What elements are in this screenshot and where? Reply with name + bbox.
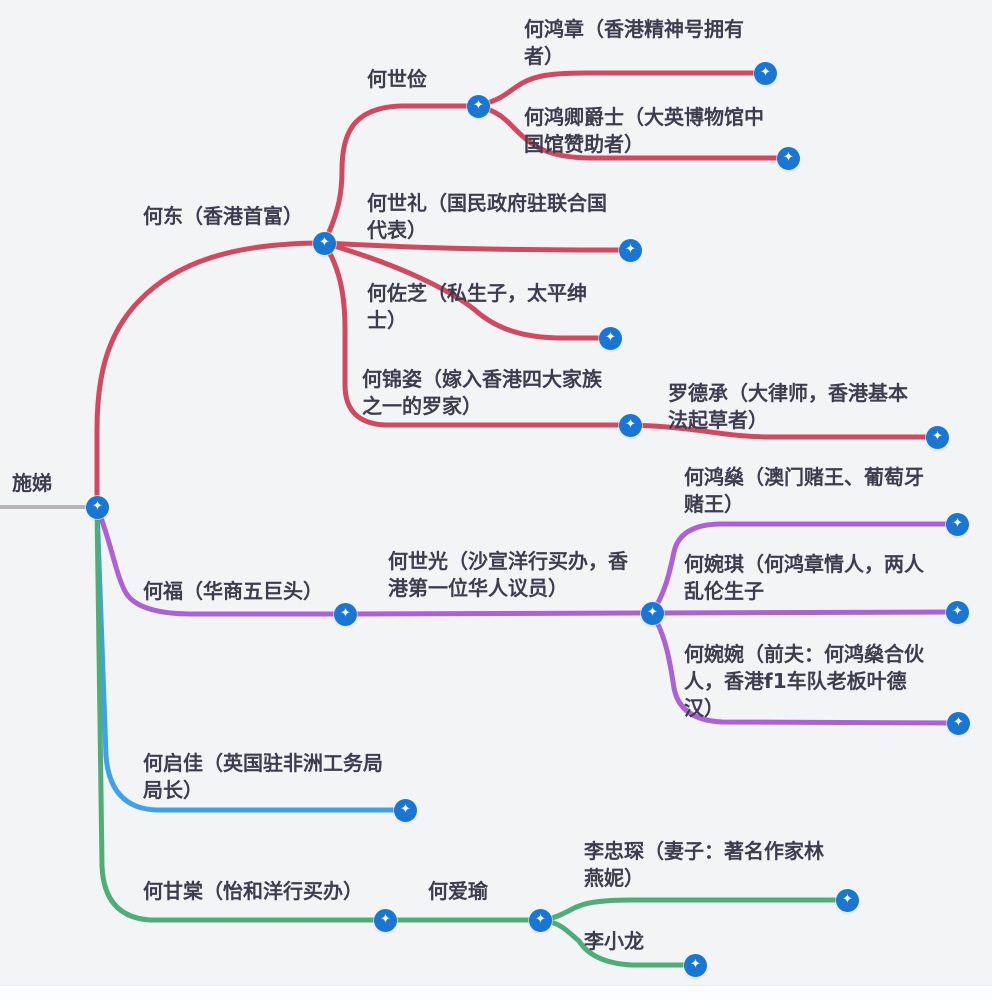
four-pointed-star-icon: ✦ — [625, 417, 636, 432]
edge-he-gan-tang — [94, 504, 388, 923]
node-li-zhong-chen[interactable]: ✦ — [836, 889, 859, 912]
node-he-hong-shen[interactable]: ✦ — [946, 513, 969, 536]
label-he-hong-qing[interactable]: 何鸿卿爵士（大英博物馆中国馆赞助者） — [524, 105, 764, 156]
edge-he-zuo-zhi — [321, 240, 613, 341]
node-he-zuo-zhi[interactable]: ✦ — [599, 327, 622, 350]
four-pointed-star-icon: ✦ — [625, 242, 636, 257]
node-he-hong-zhang[interactable]: ✦ — [754, 62, 777, 85]
label-li-xiao-long[interactable]: 李小龙 — [584, 929, 644, 953]
node-he-shi-li[interactable]: ✦ — [619, 239, 642, 262]
four-pointed-star-icon: ✦ — [319, 235, 330, 250]
four-pointed-star-icon: ✦ — [605, 330, 616, 345]
node-he-wan-wan[interactable]: ✦ — [947, 712, 970, 735]
four-pointed-star-icon: ✦ — [535, 912, 546, 927]
node-he-qi-jia[interactable]: ✦ — [394, 799, 417, 822]
node-he-hong-qing[interactable]: ✦ — [777, 147, 800, 170]
label-he-gan-tang[interactable]: 何甘棠（怡和洋行买办） — [143, 879, 363, 903]
label-he-dong[interactable]: 何东（香港首富） — [143, 204, 303, 228]
four-pointed-star-icon: ✦ — [473, 98, 484, 113]
label-he-jin-zi[interactable]: 何锦姿（嫁入香港四大家族之一的罗家） — [362, 367, 602, 418]
four-pointed-star-icon: ✦ — [953, 715, 964, 730]
label-he-ai-yu[interactable]: 何爱瑜 — [428, 879, 488, 903]
edge-he-fu — [94, 504, 348, 617]
four-pointed-star-icon: ✦ — [380, 912, 391, 927]
node-he-jin-zi[interactable]: ✦ — [619, 414, 642, 437]
edge-he-shi-jian — [321, 103, 481, 246]
edge-he-hong-qing — [475, 103, 791, 161]
node-he-ai-yu[interactable]: ✦ — [529, 909, 552, 932]
edge-luo-de-cheng — [627, 422, 940, 440]
edge-he-shi-guang — [342, 610, 655, 617]
edge-he-jin-zi — [321, 240, 633, 428]
four-pointed-star-icon: ✦ — [647, 605, 658, 620]
label-he-hong-zhang[interactable]: 何鸿章（香港精神号拥有者） — [524, 17, 744, 68]
node-he-wan-qi[interactable]: ✦ — [946, 601, 969, 624]
node-he-shi-guang[interactable]: ✦ — [641, 602, 664, 625]
four-pointed-star-icon: ✦ — [842, 892, 853, 907]
four-pointed-star-icon: ✦ — [400, 802, 411, 817]
edge-li-xiao-long — [537, 917, 698, 968]
node-li-xiao-long[interactable]: ✦ — [684, 954, 707, 977]
node-he-fu[interactable]: ✦ — [334, 603, 357, 626]
edge-he-dong — [94, 240, 327, 510]
label-he-shi-jian[interactable]: 何世俭 — [367, 67, 427, 91]
label-he-hong-shen[interactable]: 何鸿燊（澳门赌王、葡萄牙赌王） — [684, 465, 924, 516]
label-he-shi-li[interactable]: 何世礼（国民政府驻联合国代表） — [367, 191, 607, 242]
four-pointed-star-icon: ✦ — [783, 150, 794, 165]
node-he-gan-tang[interactable]: ✦ — [374, 909, 397, 932]
label-he-qi-jia[interactable]: 何启佳（英国驻非洲工务局局长） — [143, 751, 383, 802]
four-pointed-star-icon: ✦ — [952, 604, 963, 619]
four-pointed-star-icon: ✦ — [340, 606, 351, 621]
label-li-zhong-chen[interactable]: 李忠琛（妻子：著名作家林燕妮） — [584, 839, 824, 890]
four-pointed-star-icon: ✦ — [690, 957, 701, 972]
label-he-shi-guang[interactable]: 何世光（沙宣洋行买办，香港第一位华人议员） — [388, 549, 628, 600]
bottom-strip — [0, 985, 992, 1000]
edge-he-wan-qi — [649, 609, 960, 616]
four-pointed-star-icon: ✦ — [952, 516, 963, 531]
label-he-wan-wan[interactable]: 何婉婉（前夫：何鸿燊合伙人，香港f1车队老板叶德汉） — [684, 642, 924, 720]
node-luo-de-cheng[interactable]: ✦ — [926, 426, 949, 449]
label-he-fu[interactable]: 何福（华商五巨头） — [143, 579, 323, 603]
four-pointed-star-icon: ✦ — [760, 65, 771, 80]
node-he-dong[interactable]: ✦ — [313, 232, 336, 255]
edge-he-hong-zhang — [475, 70, 768, 109]
four-pointed-star-icon: ✦ — [932, 429, 943, 444]
edge-he-shi-li — [321, 240, 633, 253]
label-he-wan-qi[interactable]: 何婉琪（何鸿章情人，两人乱伦生子 — [684, 552, 924, 603]
four-pointed-star-icon: ✦ — [92, 499, 103, 514]
edge-he-wan-wan — [649, 610, 961, 726]
node-he-shi-jian[interactable]: ✦ — [467, 95, 490, 118]
label-shi-di-root[interactable]: 施娣 — [12, 471, 52, 495]
node-shi-di[interactable]: ✦ — [86, 496, 109, 519]
label-he-zuo-zhi[interactable]: 何佐芝（私生子，太平绅士） — [367, 281, 587, 332]
label-luo-de-cheng[interactable]: 罗德承（大律师，香港基本法起草者） — [668, 381, 908, 432]
edge-li-zhong-chen — [537, 897, 850, 923]
edge-he-hong-shen — [649, 521, 960, 616]
